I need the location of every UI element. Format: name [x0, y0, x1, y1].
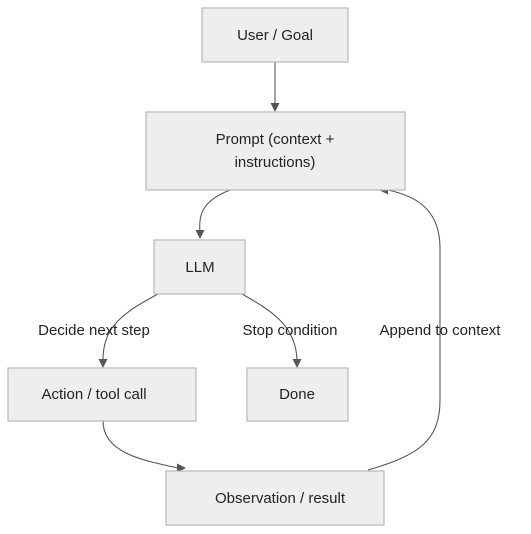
node-label: Action / tool call	[41, 386, 146, 403]
node-prompt: Prompt (context + instructions)	[145, 111, 406, 191]
node-label: LLM	[185, 259, 214, 276]
arrowhead	[195, 230, 205, 239]
arrowhead	[292, 359, 302, 368]
edge-action-to-observation	[102, 420, 186, 473]
arrowhead	[177, 463, 186, 473]
node-llm: LLM	[153, 239, 246, 295]
edge-prompt-to-llm	[195, 189, 231, 239]
node-user-goal: User / Goal	[201, 7, 349, 63]
node-label: Observation / result	[215, 490, 346, 507]
node-label-line-2: instructions)	[235, 154, 316, 171]
edge-llm-to-done	[241, 293, 302, 368]
edge-llm-to-action	[98, 293, 159, 368]
arrowhead	[98, 359, 108, 368]
edge-label-append-to-context: Append to context	[380, 322, 502, 339]
edge-user-to-prompt	[270, 62, 280, 112]
edge-label-decide-next-step: Decide next step	[38, 322, 150, 339]
edge-label-stop-condition: Stop condition	[242, 322, 337, 339]
node-label-line-1: Prompt (context +	[216, 131, 335, 148]
arrowhead	[270, 103, 280, 112]
node-label: User / Goal	[237, 27, 313, 44]
node-label: Done	[279, 386, 315, 403]
node-action-tool-call: Action / tool call	[7, 367, 197, 422]
node-done: Done	[246, 367, 349, 422]
node-observation-result: Observation / result	[165, 470, 385, 526]
